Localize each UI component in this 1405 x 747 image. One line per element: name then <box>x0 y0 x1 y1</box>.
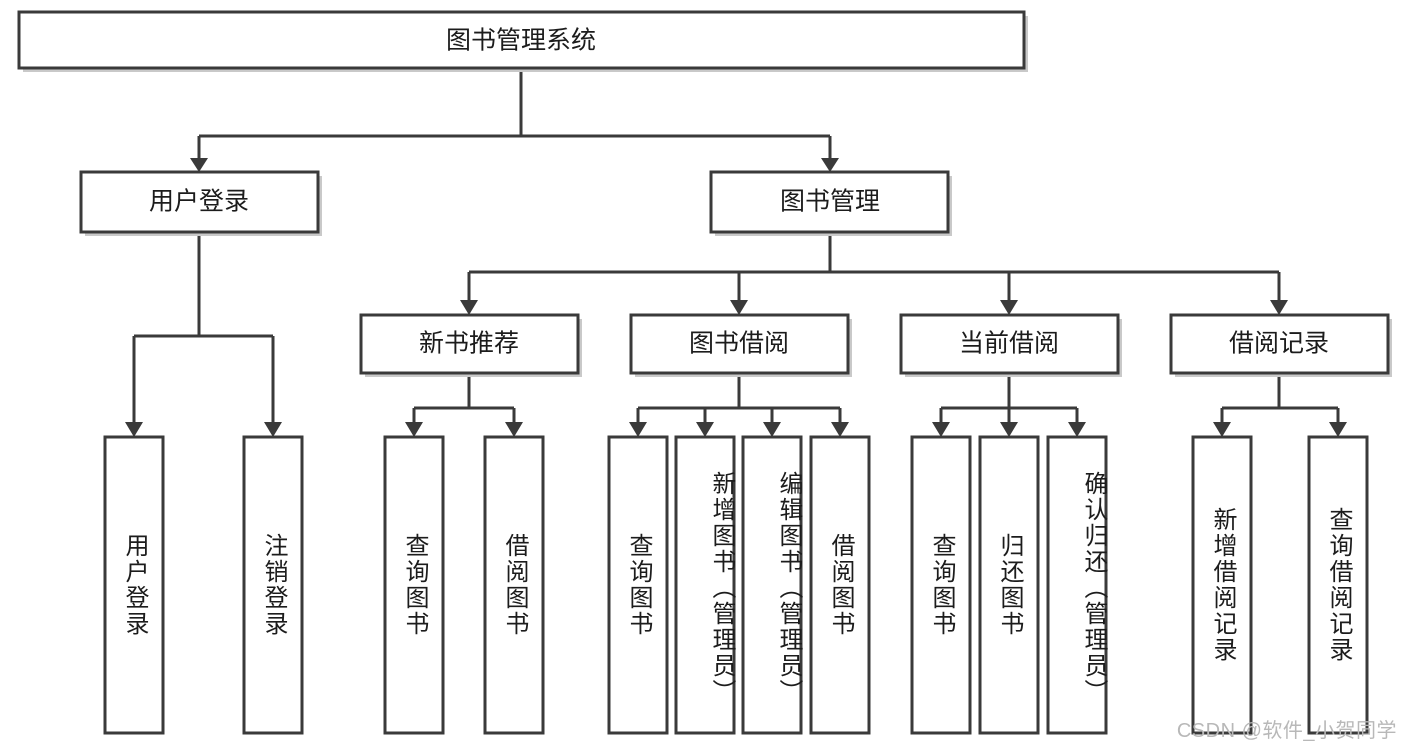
arrow-user-login <box>190 158 208 172</box>
node-book-borrow-label: 图书借阅 <box>689 330 789 358</box>
arrow-l3-2 <box>730 300 748 315</box>
arrow-br-2 <box>1329 422 1347 437</box>
node-borrow-record-label: 借阅记录 <box>1229 330 1329 358</box>
arrow-rec-2 <box>505 422 523 437</box>
node-root[interactable]: 图书管理系统 <box>17 10 1028 72</box>
node-user-login-label: 用户登录 <box>149 188 249 216</box>
leaf-box-cb-1[interactable] <box>910 435 972 735</box>
arrow-cb-3 <box>1068 422 1086 437</box>
node-book-manage-box[interactable] <box>709 170 950 234</box>
node-root-box[interactable] <box>17 10 1026 70</box>
node-user-login[interactable]: 用户登录 <box>79 170 322 236</box>
arrow-ul-2 <box>264 422 282 437</box>
leaf-box-bb-2[interactable] <box>674 435 736 735</box>
leaf-box-br-1[interactable] <box>1191 435 1253 735</box>
node-new-book-recommend-box[interactable] <box>359 313 580 375</box>
arrow-l3-4 <box>1270 300 1288 315</box>
node-new-book-recommend[interactable]: 新书推荐 <box>359 313 582 377</box>
arrow-bb-4 <box>831 422 849 437</box>
node-user-login-box[interactable] <box>79 170 320 234</box>
arrow-rec-1 <box>405 422 423 437</box>
arrow-cb-2 <box>1000 422 1018 437</box>
arrow-cb-1 <box>932 422 950 437</box>
leaf-box-bb-4[interactable] <box>809 435 871 735</box>
leaf-box-bb-1[interactable] <box>607 435 669 735</box>
watermark-text: CSDN @软件_小贺同学 <box>1176 720 1397 742</box>
node-current-borrow-label: 当前借阅 <box>959 330 1059 358</box>
node-new-book-recommend-label: 新书推荐 <box>419 330 519 358</box>
connector-layer <box>125 68 1347 437</box>
arrow-bb-3 <box>763 422 781 437</box>
node-book-borrow-box[interactable] <box>629 313 850 375</box>
node-root-label: 图书管理系统 <box>446 27 596 55</box>
leaf-box-ul-2[interactable] <box>242 435 304 735</box>
node-book-borrow[interactable]: 图书借阅 <box>629 313 852 377</box>
leaf-box-ul-1[interactable] <box>103 435 165 735</box>
leaf-box-rec-2[interactable] <box>483 435 545 735</box>
arrow-l3-3 <box>1000 300 1018 315</box>
node-current-borrow-box[interactable] <box>899 313 1120 375</box>
node-book-manage-label: 图书管理 <box>780 188 880 216</box>
arrow-bb-2 <box>696 422 714 437</box>
leaf-box-bb-3[interactable] <box>741 435 803 735</box>
leaf-box-cb-2[interactable] <box>978 435 1040 735</box>
arrow-ul-1 <box>125 422 143 437</box>
node-borrow-record[interactable]: 借阅记录 <box>1169 313 1392 377</box>
leaf-box-cb-3[interactable] <box>1046 435 1108 735</box>
arrow-bb-1 <box>629 422 647 437</box>
node-borrow-record-box[interactable] <box>1169 313 1390 375</box>
leaf-box-rec-1[interactable] <box>383 435 445 735</box>
arrow-l3-1 <box>460 300 478 315</box>
leaf-box-layer <box>103 435 1369 735</box>
leaf-box-br-2[interactable] <box>1307 435 1369 735</box>
arrow-book-manage <box>821 158 839 172</box>
node-book-manage[interactable]: 图书管理 <box>709 170 952 236</box>
node-current-borrow[interactable]: 当前借阅 <box>899 313 1122 377</box>
arrow-br-1 <box>1213 422 1231 437</box>
